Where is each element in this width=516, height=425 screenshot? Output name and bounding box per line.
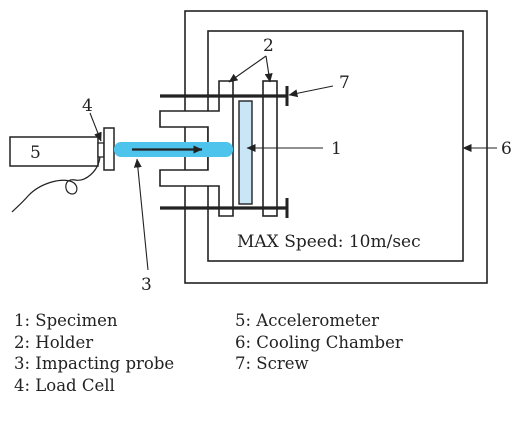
legend-item-holder: 2: Holder (14, 332, 94, 352)
leader-line-holder-2 (264, 55, 273, 83)
load-cell-small-block (97, 142, 105, 158)
leader-line-load-cell (89, 112, 102, 142)
load-cell-flange (103, 127, 115, 171)
leader-line-holder-1 (228, 55, 267, 83)
legend-item-impacting-probe: 3: Impacting probe (14, 354, 175, 373)
callout-screw: 7 (339, 73, 350, 93)
legend-item-cooling-chamber: 6: Cooling Chamber (235, 332, 403, 352)
max-speed-label: MAX Speed: 10m/sec (237, 232, 421, 252)
legend-item-load-cell: 4: Load Cell (14, 375, 115, 395)
legend-left-column: 1: Specimen 2: Holder 3: Impacting probe… (14, 310, 174, 396)
callout-load-cell: 4 (82, 96, 93, 116)
accelerometer (9, 136, 99, 167)
experimental-setup-diagram: 2 7 1 6 4 5 3 MAX Speed: 10m/sec (9, 10, 512, 295)
specimen (238, 100, 253, 205)
callout-chamber: 6 (501, 139, 512, 159)
callout-accelerometer: 5 (30, 143, 41, 163)
legend-item-accelerometer: 5: Accelerometer (235, 311, 380, 330)
holder-base (159, 80, 234, 217)
leader-line-screw (288, 85, 334, 98)
sensor-cable (11, 156, 101, 213)
callout-holder: 2 (263, 36, 274, 56)
legend-item-specimen: 1: Specimen (14, 311, 118, 330)
legend-right-column: 5: Accelerometer 6: Cooling Chamber 7: S… (235, 310, 403, 375)
leader-line-probe (133, 158, 149, 271)
callout-probe: 3 (141, 275, 152, 295)
legend-item-screw: 7: Screw (235, 354, 309, 373)
callout-specimen: 1 (331, 139, 342, 159)
